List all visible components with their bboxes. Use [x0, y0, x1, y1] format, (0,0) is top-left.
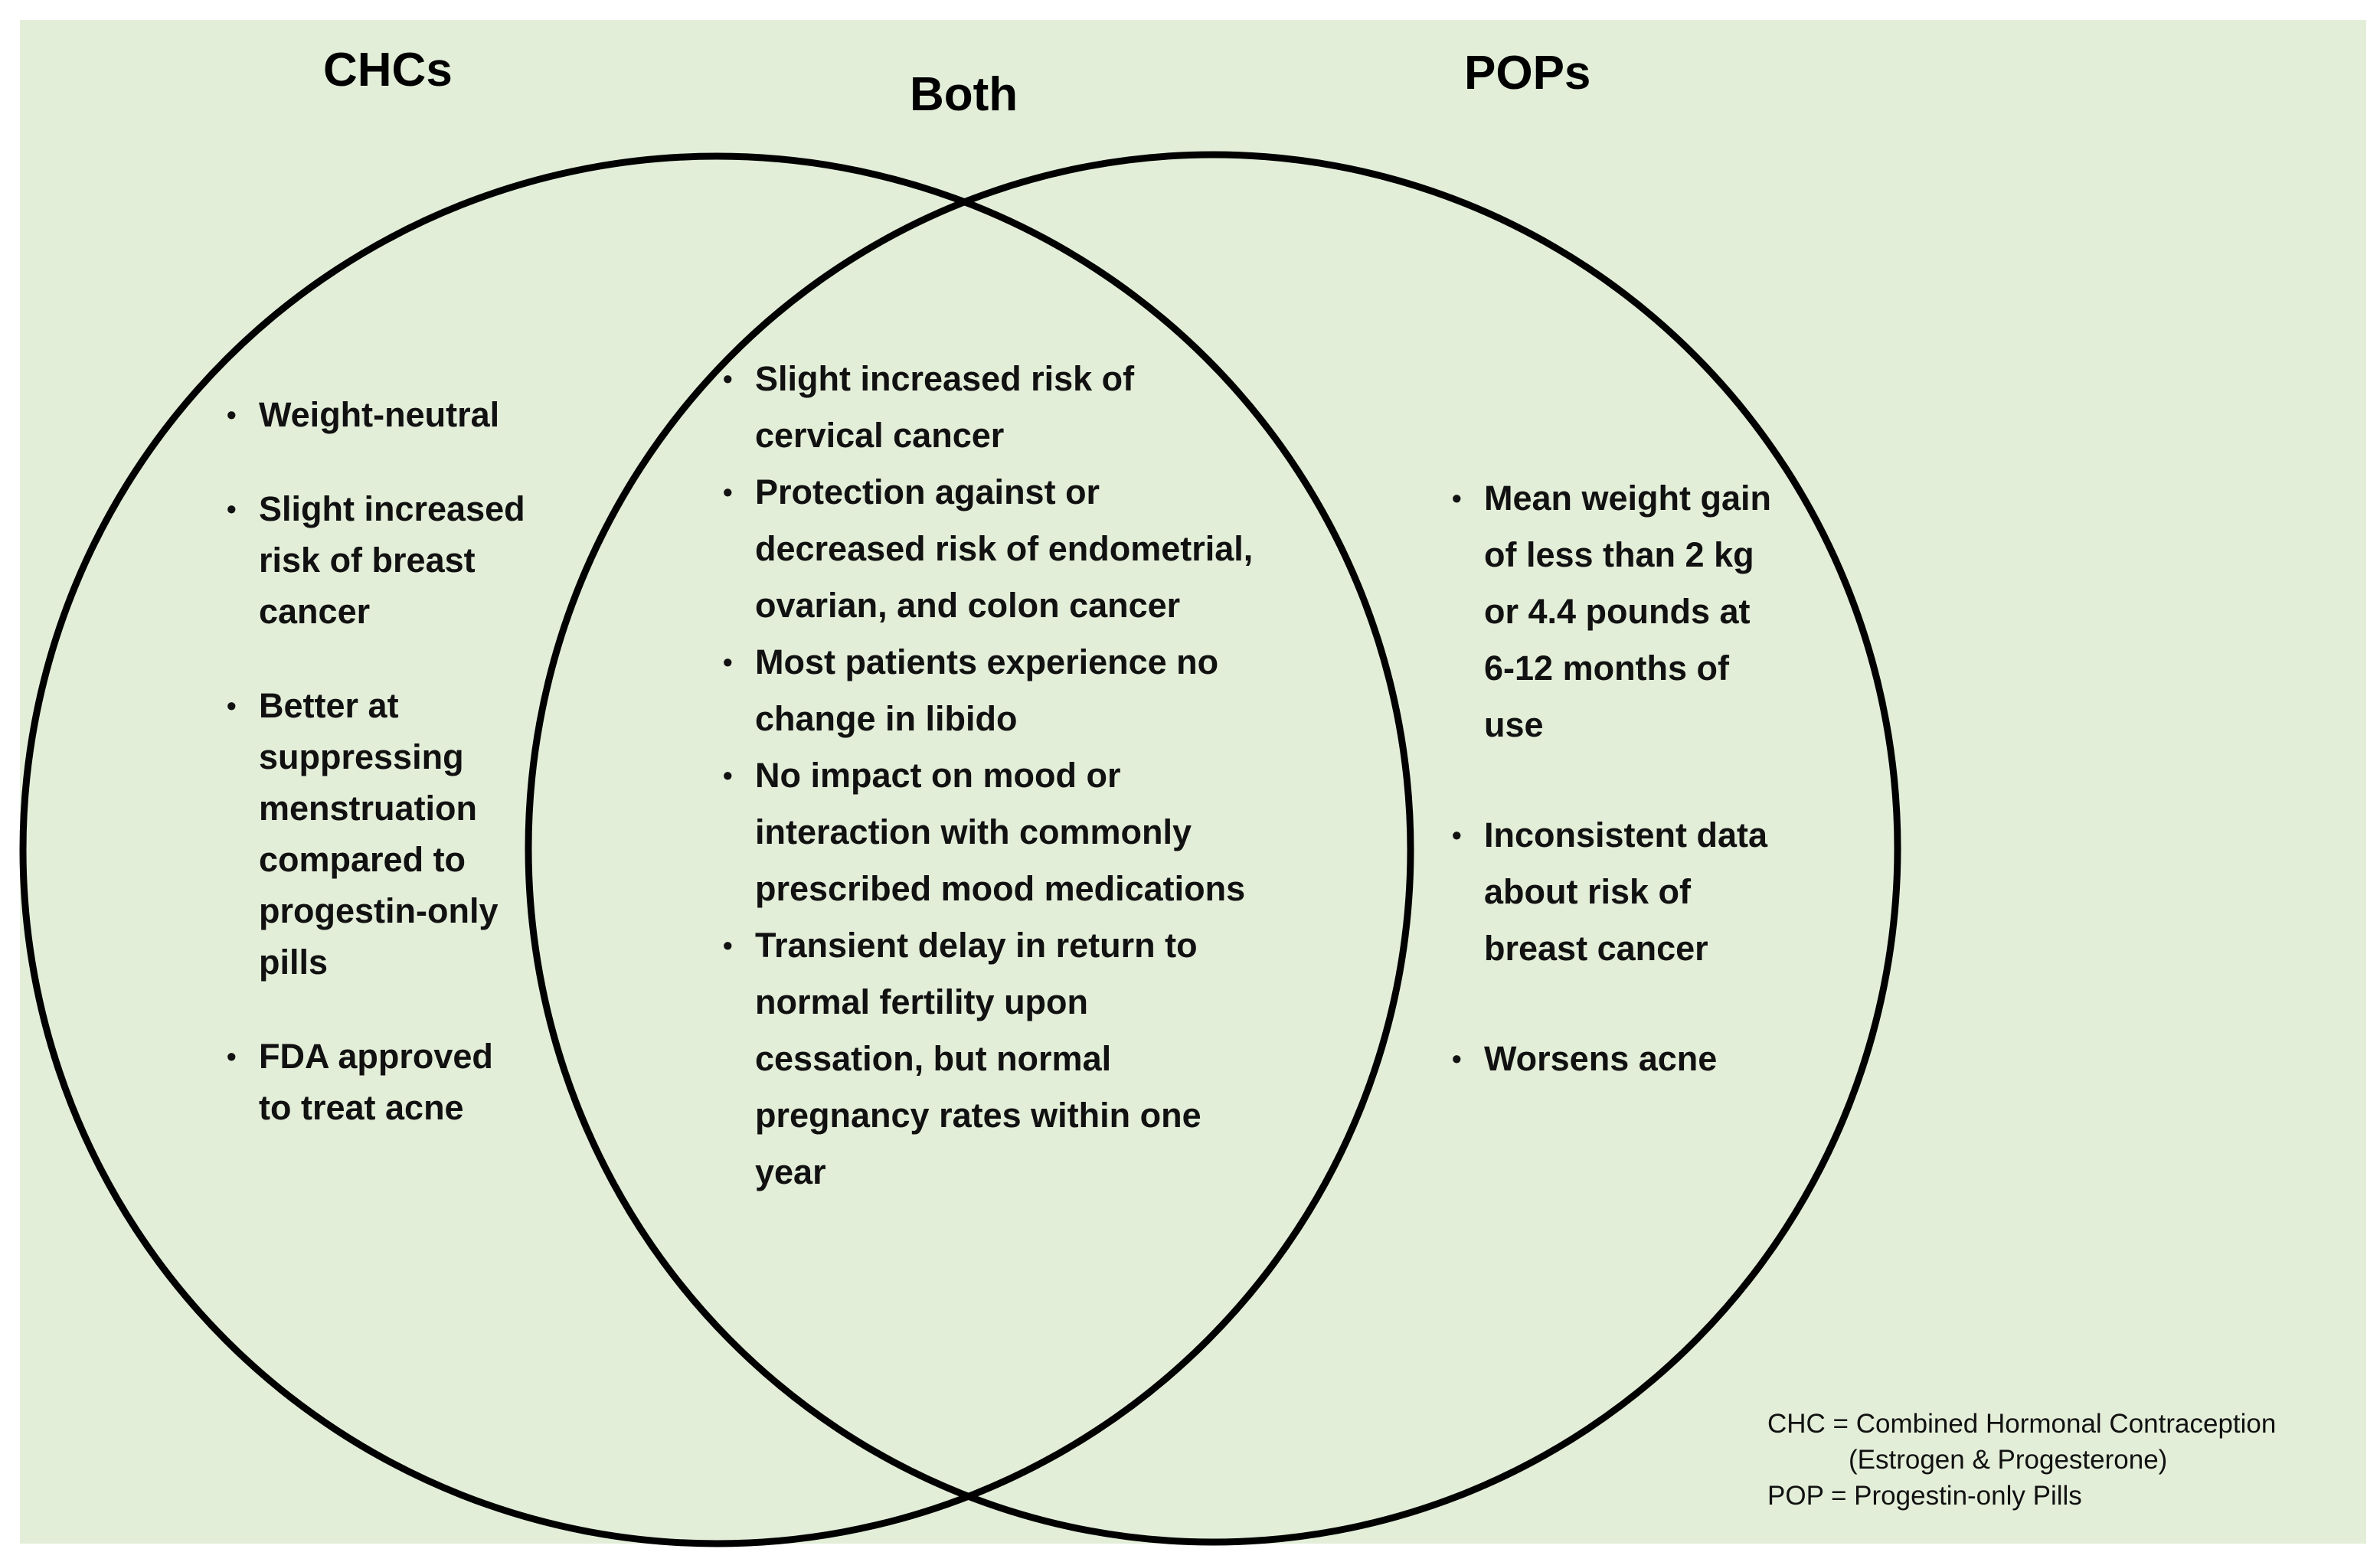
list-item: No impact on mood or interaction with co… — [723, 747, 1259, 917]
pops-list: Mean weight gain of less than 2 kg or 4.… — [1452, 470, 1781, 1141]
list-item: Mean weight gain of less than 2 kg or 4.… — [1452, 470, 1781, 753]
list-item: Worsens acne — [1452, 1031, 1781, 1087]
both-list: Slight increased risk of cervical cancer… — [723, 351, 1259, 1201]
list-item: FDA approved to treat acne — [227, 1031, 533, 1133]
abbreviation-legend: CHC = Combined Hormonal Contraception (E… — [1767, 1406, 2276, 1514]
heading-chcs: CHCs — [323, 44, 453, 96]
list-item: Slight increased risk of breast cancer — [227, 483, 533, 637]
list-item: Slight increased risk of cervical cancer — [723, 351, 1259, 464]
list-item: Inconsistent data about risk of breast c… — [1452, 807, 1781, 977]
list-item: Most patients experience no change in li… — [723, 634, 1259, 747]
list-item: Transient delay in return to normal fert… — [723, 917, 1259, 1201]
left-circle — [19, 152, 1414, 1547]
chcs-list: Weight-neutral Slight increased risk of … — [227, 389, 533, 1176]
legend-line-chc: CHC = Combined Hormonal Contraception — [1767, 1409, 2277, 1439]
heading-pops: POPs — [1464, 47, 1591, 100]
legend-line-chc-detail: (Estrogen & Progesterone) — [1849, 1445, 2168, 1475]
heading-both: Both — [910, 68, 1018, 121]
list-item: Protection against or decreased risk of … — [723, 464, 1259, 634]
legend-line-pop: POP = Progestin-only Pills — [1767, 1481, 2082, 1511]
list-item: Weight-neutral — [227, 389, 533, 440]
list-item: Better at suppressing menstruation compa… — [227, 680, 533, 988]
